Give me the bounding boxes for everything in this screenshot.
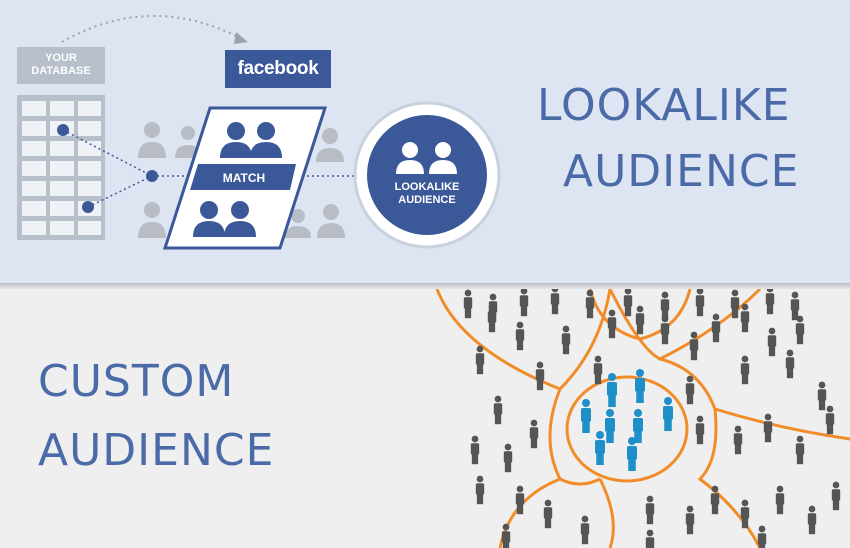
highlighted-people bbox=[581, 369, 673, 471]
person-icon bbox=[561, 325, 571, 355]
person-icon bbox=[515, 485, 525, 515]
data-point bbox=[82, 201, 94, 213]
person-icon bbox=[605, 409, 615, 443]
lookalike-diagram bbox=[17, 15, 501, 250]
person-icon bbox=[627, 437, 637, 471]
person-icon bbox=[635, 305, 645, 335]
person-icon bbox=[623, 289, 633, 317]
lookalike-panel: YOUR DATABASE facebook MATCH LOOKALIKE A… bbox=[0, 0, 850, 285]
person-icon bbox=[740, 303, 750, 333]
lookalike-title-line1: LOOKALIKE bbox=[537, 80, 791, 131]
facebook-badge: facebook bbox=[225, 50, 331, 88]
person-icon bbox=[470, 435, 480, 465]
data-point bbox=[146, 170, 158, 182]
person-icon bbox=[831, 481, 841, 511]
person-icon bbox=[785, 349, 795, 379]
person-icon bbox=[645, 495, 655, 525]
person-icon bbox=[660, 315, 670, 345]
match-card bbox=[162, 106, 328, 250]
custom-title-line2: AUDIENCE bbox=[38, 425, 275, 476]
person-icon bbox=[503, 443, 513, 473]
person-icon bbox=[501, 523, 511, 548]
highlight-ring bbox=[565, 375, 689, 483]
gray-people-icons bbox=[138, 122, 345, 238]
person-icon bbox=[535, 361, 545, 391]
person-icon bbox=[825, 405, 835, 435]
person-icon bbox=[633, 409, 643, 443]
circle-label-line1: LOOKALIKE bbox=[394, 181, 460, 193]
person-icon bbox=[757, 525, 767, 548]
user-pair-icon bbox=[396, 142, 457, 174]
person-icon bbox=[775, 485, 785, 515]
crowd-diagram bbox=[435, 289, 850, 548]
person-icon bbox=[475, 345, 485, 375]
person-icon bbox=[730, 289, 740, 319]
person-icon bbox=[595, 431, 605, 465]
arrowhead-icon bbox=[234, 32, 248, 44]
match-label: MATCH bbox=[222, 171, 266, 185]
person-icon bbox=[607, 309, 617, 339]
person-icon bbox=[645, 529, 655, 548]
custom-audience-panel: CUSTOM AUDIENCE bbox=[0, 289, 850, 548]
person-icon bbox=[710, 485, 720, 515]
person-icon bbox=[463, 289, 473, 319]
person-icon bbox=[807, 505, 817, 535]
lookalike-title-line2: AUDIENCE bbox=[563, 146, 800, 197]
person-icon bbox=[767, 327, 777, 357]
person-icon bbox=[695, 289, 705, 317]
person-icon bbox=[550, 289, 560, 315]
database-label: YOUR DATABASE bbox=[17, 47, 105, 84]
person-icon bbox=[689, 331, 699, 361]
person-icon bbox=[685, 505, 695, 535]
person-icon bbox=[765, 289, 775, 315]
user-pair-icon bbox=[220, 122, 282, 158]
person-icon bbox=[519, 289, 529, 317]
person-icon bbox=[515, 321, 525, 351]
person-icon bbox=[607, 373, 617, 407]
person-icon bbox=[543, 499, 553, 529]
person-icon bbox=[817, 381, 827, 411]
person-icon bbox=[581, 399, 591, 433]
dashed-arrow-icon bbox=[61, 15, 241, 43]
person-icon bbox=[695, 415, 705, 445]
person-icon bbox=[685, 375, 695, 405]
database-grid-icon bbox=[17, 95, 105, 240]
circle-label: LOOKALIKE AUDIENCE bbox=[370, 181, 484, 207]
data-point bbox=[57, 124, 69, 136]
person-icon bbox=[529, 419, 539, 449]
person-icon bbox=[585, 289, 595, 319]
user-pair-icon bbox=[193, 201, 256, 237]
person-icon bbox=[580, 515, 590, 545]
person-icon bbox=[660, 291, 670, 321]
person-icon bbox=[475, 475, 485, 505]
circle-label-line2: AUDIENCE bbox=[398, 194, 456, 206]
person-icon bbox=[711, 313, 721, 343]
person-icon bbox=[593, 355, 603, 385]
person-icon bbox=[487, 303, 497, 333]
person-icon bbox=[795, 435, 805, 465]
person-icon bbox=[763, 413, 773, 443]
lookalike-circle bbox=[353, 101, 501, 249]
person-icon bbox=[790, 291, 800, 321]
person-icon bbox=[493, 395, 503, 425]
person-icon bbox=[740, 355, 750, 385]
crowd-people bbox=[463, 289, 841, 548]
custom-title-line1: CUSTOM bbox=[38, 356, 235, 407]
database-label-line2: DATABASE bbox=[31, 65, 91, 77]
person-icon bbox=[733, 425, 743, 455]
person-icon bbox=[635, 369, 645, 403]
database-label-line1: YOUR bbox=[45, 52, 77, 64]
person-icon bbox=[663, 397, 673, 431]
panel-divider bbox=[0, 283, 850, 289]
person-icon bbox=[795, 315, 805, 345]
person-icon bbox=[740, 499, 750, 529]
